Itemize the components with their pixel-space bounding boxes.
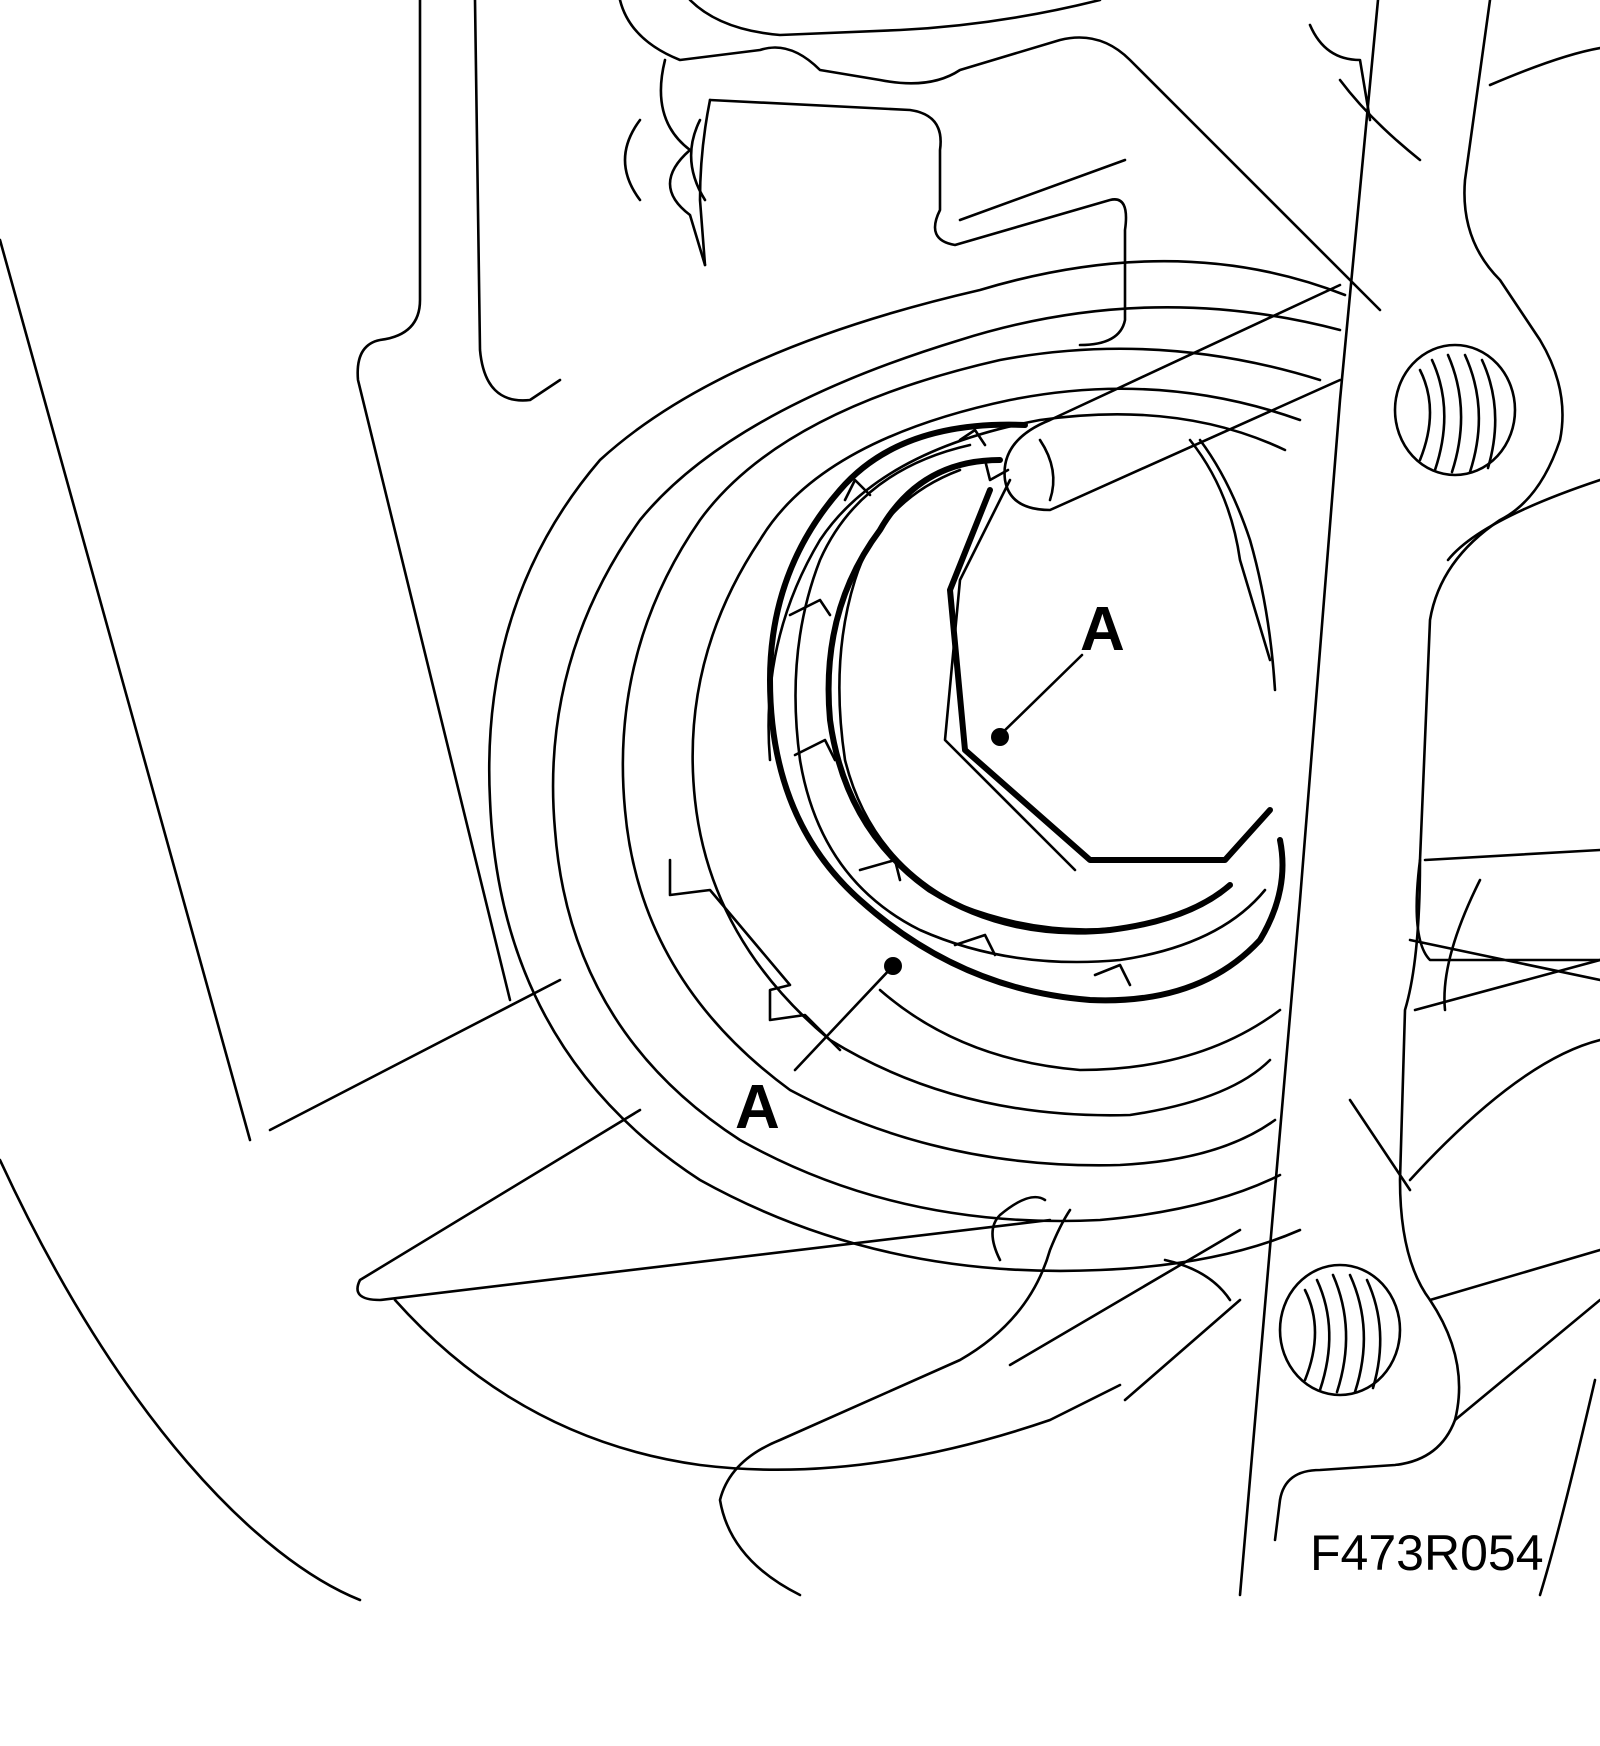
oil-seal <box>767 421 1286 1004</box>
callout-upper: A <box>991 595 1125 746</box>
callout-upper-label: A <box>1080 595 1125 664</box>
bolt-hole-lower <box>1278 1263 1402 1397</box>
callout-lower: A <box>735 957 902 1142</box>
callout-lower-label: A <box>735 1073 780 1142</box>
callout-lower-dot <box>884 957 902 975</box>
housing-outline <box>0 0 1600 1602</box>
figure-id: F473R054 <box>1310 1525 1544 1581</box>
seal-removal-tool <box>983 283 1342 692</box>
bolt-hole-upper <box>1393 343 1517 477</box>
callout-upper-dot <box>991 728 1009 746</box>
bore-housing <box>268 259 1347 1597</box>
right-flange <box>1238 0 1600 1597</box>
